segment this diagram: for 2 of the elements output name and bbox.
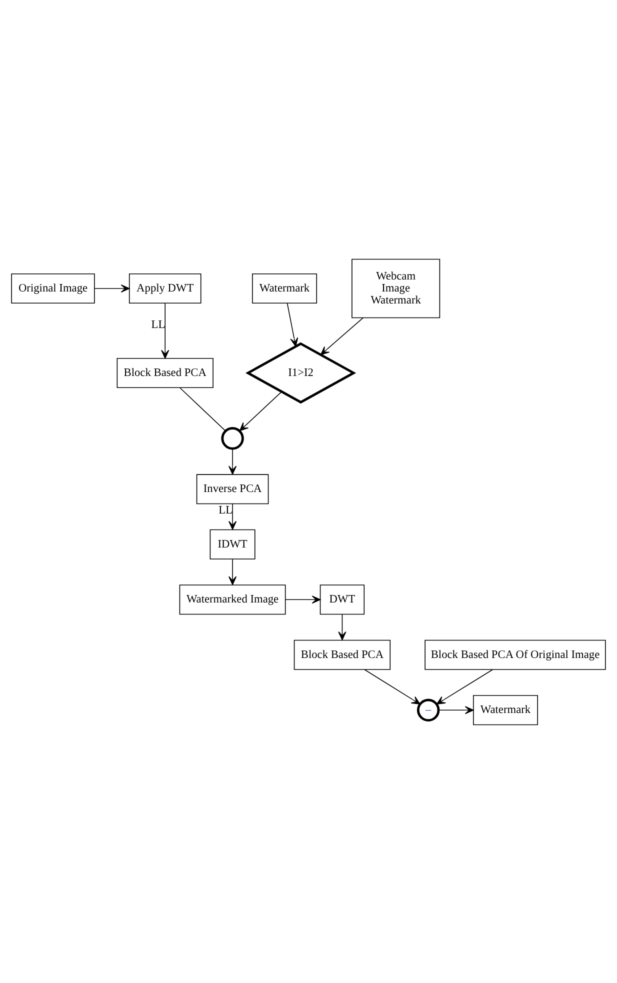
edge-label: LL — [218, 504, 233, 516]
edge-label: LL — [151, 318, 166, 330]
